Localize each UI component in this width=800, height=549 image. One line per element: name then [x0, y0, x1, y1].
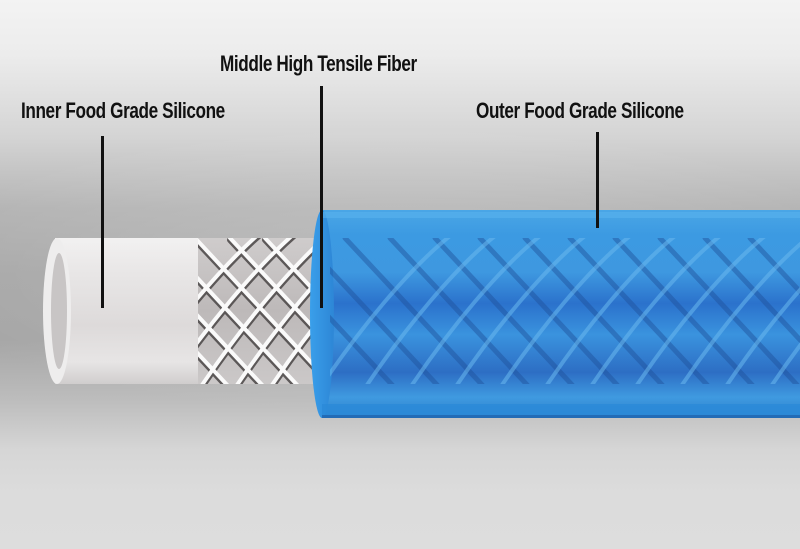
- label-outer-food-grade-silicone: Outer Food Grade Silicone: [476, 98, 684, 123]
- outer-tube: [310, 210, 800, 418]
- inner-tube: [43, 238, 215, 384]
- leader-line-outer: [596, 132, 599, 228]
- fiber-braid-layer: [198, 238, 333, 384]
- leader-line-middle: [320, 86, 323, 308]
- label-inner-food-grade-silicone: Inner Food Grade Silicone: [21, 98, 225, 123]
- leader-line-inner: [101, 136, 104, 308]
- label-middle-high-tensile-fiber: Middle High Tensile Fiber: [220, 51, 417, 76]
